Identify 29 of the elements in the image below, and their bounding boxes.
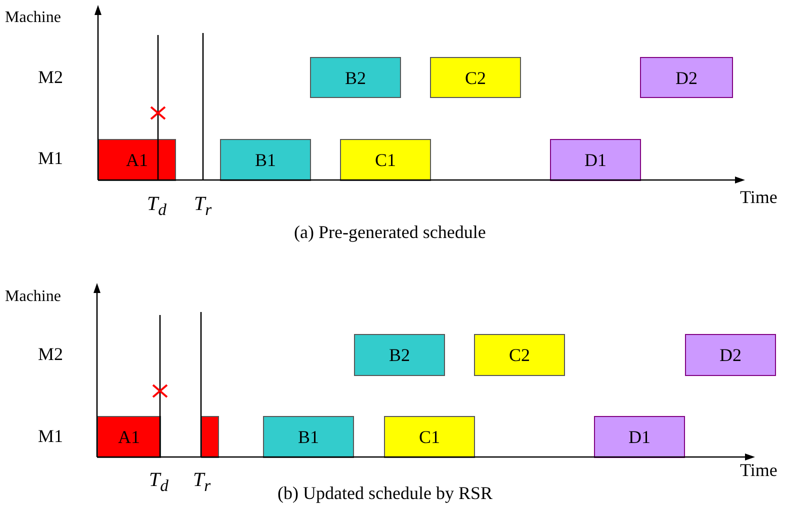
caption: (b) Updated schedule by RSR xyxy=(278,484,492,502)
task-bar: C1 xyxy=(384,416,475,458)
task-bar: D2 xyxy=(685,334,776,376)
task-bar: B1 xyxy=(220,139,311,181)
row-label: M2 xyxy=(38,68,64,86)
caption: (a) Pre-generated schedule xyxy=(294,223,486,241)
task-bar: A1 xyxy=(97,416,161,458)
axis-title: Machine xyxy=(5,289,61,305)
task-bar: B1 xyxy=(263,416,354,458)
task-bar: C2 xyxy=(430,57,521,98)
axis-title: Time xyxy=(740,188,778,206)
time-marker-label: T$_{r}$ xyxy=(194,194,212,219)
axis-title: Time xyxy=(740,461,778,479)
task-bar xyxy=(201,416,219,458)
task-bar: D1 xyxy=(550,139,641,181)
task-bar: A1 xyxy=(98,139,176,181)
row-label: M2 xyxy=(38,345,64,363)
time-marker-label: T$_{r}$ xyxy=(193,470,211,495)
task-bar: D2 xyxy=(640,57,733,98)
row-label: M1 xyxy=(38,427,64,445)
task-bar: C1 xyxy=(340,139,431,181)
task-bar: D1 xyxy=(594,416,685,458)
time-marker-label: T$_{d}$ xyxy=(147,194,166,219)
axis-title: Machine xyxy=(5,10,61,26)
time-marker-label: T$_{d}$ xyxy=(149,470,168,495)
task-bar: C2 xyxy=(474,334,565,376)
task-bar: B2 xyxy=(354,334,445,376)
row-label: M1 xyxy=(38,149,64,167)
task-bar: B2 xyxy=(310,57,401,98)
